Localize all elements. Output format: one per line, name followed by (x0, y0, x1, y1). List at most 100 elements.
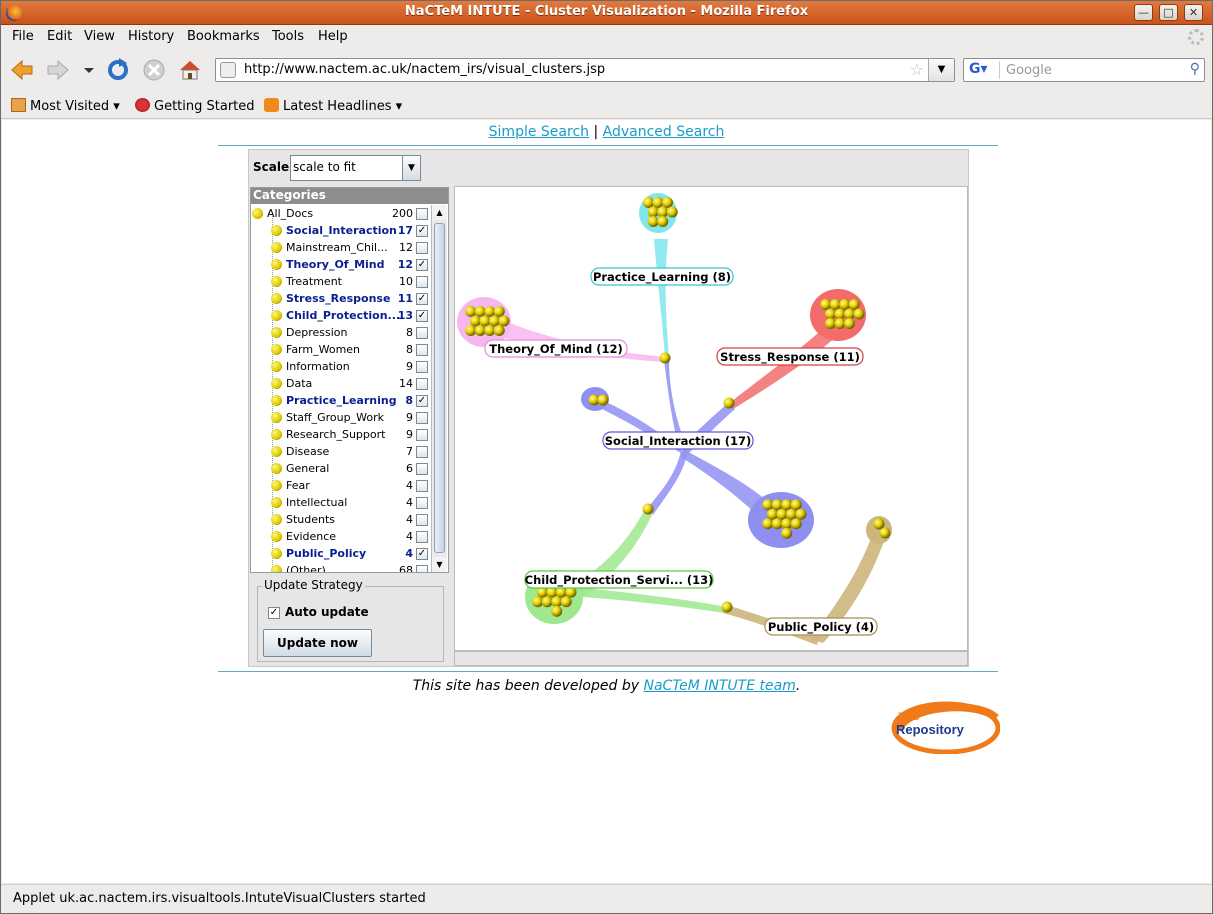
document-ball[interactable] (848, 299, 860, 310)
cluster-label[interactable]: Practice_Learning (8) (590, 267, 734, 286)
auto-update-label[interactable]: Auto update (285, 605, 369, 619)
cluster-labels[interactable]: Practice_Learning (8) Theory_Of_Mind (12)… (484, 267, 878, 636)
update-now-button[interactable]: Update now (263, 629, 372, 657)
document-ball[interactable] (588, 394, 600, 406)
document-ball[interactable] (551, 605, 563, 617)
category-checkbox[interactable] (416, 276, 428, 288)
chevron-down-icon[interactable]: ▼ (402, 156, 420, 180)
category-checkbox[interactable] (416, 514, 428, 526)
category-checkbox[interactable] (416, 412, 428, 424)
menu-help[interactable]: Help (318, 29, 348, 44)
document-ball[interactable] (873, 518, 885, 530)
document-ball[interactable] (493, 306, 505, 317)
document-ball[interactable] (834, 308, 846, 320)
category-checkbox[interactable]: ✓ (416, 259, 428, 271)
scroll-up-icon[interactable]: ▲ (432, 205, 447, 220)
document-ball[interactable] (829, 299, 841, 310)
document-ball[interactable] (771, 518, 783, 530)
document-ball[interactable] (786, 508, 797, 520)
document-ball[interactable] (643, 197, 654, 208)
document-ball[interactable] (825, 318, 836, 329)
document-ball[interactable] (721, 601, 733, 613)
document-ball[interactable] (657, 216, 669, 227)
nactem-team-link[interactable]: NaCTeM INTUTE team (643, 678, 796, 694)
close-button[interactable]: ✕ (1184, 4, 1203, 21)
category-checkbox[interactable] (416, 242, 428, 254)
menu-tools[interactable]: Tools (272, 29, 305, 44)
document-ball[interactable] (541, 596, 553, 608)
cluster-label[interactable]: Stress_Response (11) (716, 347, 864, 366)
cluster-graph[interactable]: Practice_Learning (8) Theory_Of_Mind (12)… (455, 187, 967, 650)
menu-history[interactable]: History (128, 29, 175, 44)
bookmark-most-visited[interactable]: Most Visited ▾ (11, 98, 120, 114)
document-ball[interactable] (493, 325, 505, 336)
category-checkbox[interactable]: ✓ (416, 548, 428, 560)
category-checkbox[interactable] (416, 446, 428, 458)
simple-search-link[interactable]: Simple Search (488, 124, 590, 140)
document-ball[interactable] (479, 315, 491, 327)
document-ball[interactable] (844, 318, 855, 329)
document-ball[interactable] (560, 596, 572, 608)
category-checkbox[interactable] (416, 531, 428, 543)
document-ball[interactable] (465, 325, 477, 336)
jisc-repositorynet-logo[interactable]: JISC Repository Net (888, 700, 1000, 754)
category-checkbox[interactable]: ✓ (416, 310, 428, 322)
category-checkbox[interactable] (416, 361, 428, 373)
forward-icon[interactable] (45, 57, 71, 83)
document-ball[interactable] (597, 394, 609, 406)
reload-icon[interactable] (105, 57, 131, 83)
home-icon[interactable] (177, 57, 203, 83)
document-ball[interactable] (790, 499, 802, 511)
document-ball[interactable] (820, 299, 832, 310)
document-ball[interactable] (498, 315, 510, 327)
bookmark-star-icon[interactable]: ☆ (909, 60, 924, 79)
document-balls[interactable] (465, 197, 891, 617)
auto-update-checkbox[interactable]: ✓ (268, 607, 280, 619)
cluster-label[interactable]: Theory_Of_Mind (12) (484, 339, 628, 358)
history-dropdown-icon[interactable] (81, 57, 97, 83)
document-ball[interactable] (532, 596, 544, 608)
menu-bookmarks[interactable]: Bookmarks (187, 29, 260, 44)
category-checkbox[interactable]: ✓ (416, 225, 428, 237)
document-ball[interactable] (652, 197, 664, 208)
document-ball[interactable] (795, 508, 807, 520)
advanced-search-link[interactable]: Advanced Search (602, 124, 725, 140)
document-ball[interactable] (484, 306, 496, 317)
cluster-label[interactable]: Child_Protection_Servi... (13) (524, 570, 714, 589)
category-checkbox[interactable] (416, 208, 428, 220)
url-bar[interactable]: http://www.nactem.ac.uk/nactem_irs/visua… (215, 58, 955, 82)
url-dropdown-icon[interactable]: ▼ (928, 59, 954, 81)
document-ball[interactable] (537, 586, 548, 598)
categories-scrollbar[interactable]: ▲ ▼ (431, 205, 447, 572)
document-ball[interactable] (781, 499, 793, 511)
document-ball[interactable] (489, 315, 500, 327)
document-ball[interactable] (834, 318, 846, 329)
search-bar[interactable]: G▾ Google ⚲ (963, 58, 1205, 82)
document-ball[interactable] (767, 508, 778, 520)
document-ball[interactable] (484, 325, 496, 336)
document-ball[interactable] (551, 596, 563, 608)
category-checkbox[interactable] (416, 378, 428, 390)
category-row[interactable]: (Other)68 (251, 562, 431, 572)
menu-file[interactable]: File (12, 29, 34, 44)
category-row[interactable]: Child_Protection...13✓ (251, 307, 431, 324)
search-input[interactable]: Google (1006, 63, 1052, 78)
scale-select[interactable]: scale to fit ▼ (290, 155, 421, 181)
search-icon[interactable]: ⚲ (1189, 61, 1200, 77)
menu-view[interactable]: View (84, 29, 115, 44)
document-ball[interactable] (781, 527, 793, 539)
